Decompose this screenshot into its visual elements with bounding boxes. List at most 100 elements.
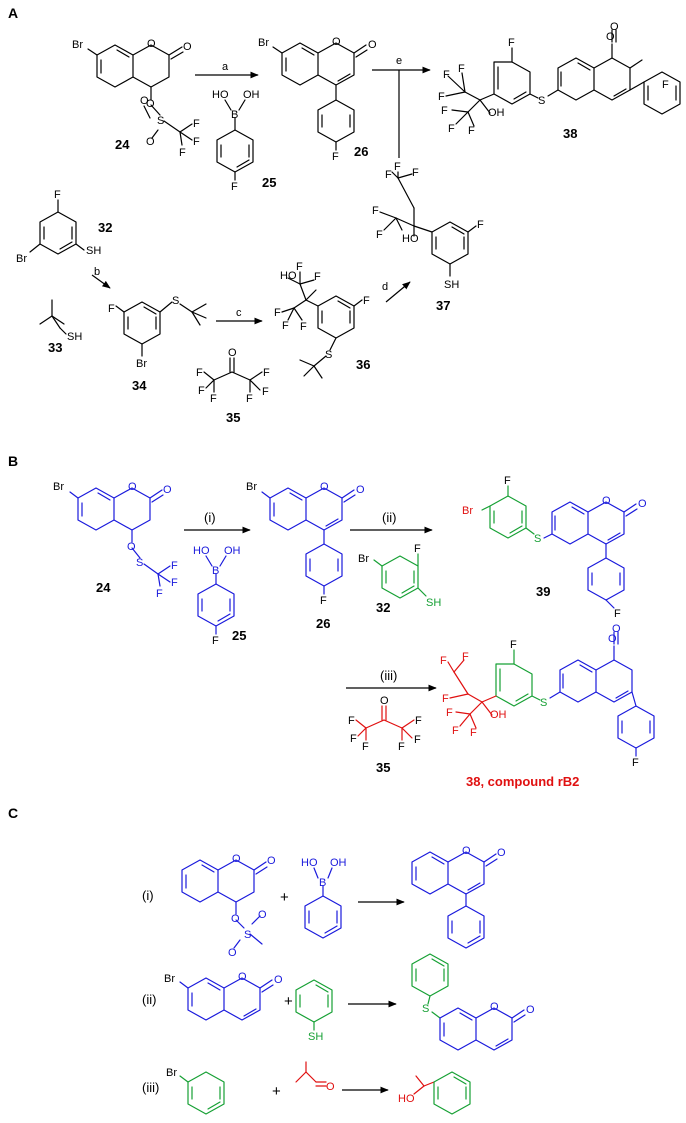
svg-text:F: F [477, 219, 484, 231]
row-i-reactant-coumarin: O O O S O O [181, 853, 276, 959]
row-iii-reactant-acetone: O [295, 1061, 335, 1093]
panel-label-c: C [8, 805, 18, 821]
step-label-iii: (iii) [380, 668, 397, 683]
svg-text:B: B [212, 565, 219, 577]
row-iii-reactant-bromobenzene: Br [166, 1067, 225, 1115]
svg-text:O: O [274, 974, 283, 986]
svg-text:F: F [442, 693, 449, 705]
svg-text:F: F [362, 741, 369, 753]
compound-label-36: 36 [356, 357, 370, 372]
svg-text:SH: SH [308, 1031, 323, 1043]
svg-text:S: S [422, 1003, 429, 1015]
svg-text:F: F [246, 393, 253, 405]
step-label-ii: (ii) [382, 510, 396, 525]
compound-label-37: 37 [436, 298, 450, 313]
plus-sign-ii: + [284, 993, 293, 1010]
compound-label-33: 33 [48, 340, 62, 355]
svg-text:S: S [538, 95, 545, 107]
compound-label-26-b: 26 [316, 616, 330, 631]
svg-text:O: O [602, 495, 611, 507]
row-ii-reactant-thiophenol: SH [295, 979, 333, 1043]
svg-text:O: O [638, 498, 647, 510]
svg-text:OH: OH [330, 857, 347, 869]
svg-text:O: O [497, 847, 506, 859]
svg-text:O: O [146, 136, 155, 148]
svg-text:O: O [147, 38, 156, 50]
compound-label-35: 35 [226, 410, 240, 425]
svg-text:OH: OH [488, 107, 505, 119]
svg-text:F: F [350, 733, 357, 745]
compound-39-structure: F Br S O O F [462, 475, 647, 620]
svg-text:F: F [171, 560, 178, 572]
svg-text:F: F [332, 151, 339, 163]
compound-label-34: 34 [132, 378, 147, 393]
compound-24-b-structure: Br O O O S F F F [53, 481, 178, 600]
condition-d: d [382, 281, 388, 293]
svg-text:F: F [193, 136, 200, 148]
svg-text:O: O [238, 971, 247, 983]
compound-label-25: 25 [262, 175, 276, 190]
compound-32-structure: F Br SH [16, 189, 101, 265]
svg-text:O: O [606, 31, 615, 43]
panel-label-a: A [8, 5, 18, 21]
svg-text:O: O [526, 1004, 535, 1016]
svg-text:Br: Br [462, 505, 473, 517]
plus-sign-i: + [280, 889, 289, 906]
row-i-product-4-phenylcoumarin: O O [411, 845, 506, 949]
svg-text:F: F [440, 655, 447, 667]
svg-text:HO: HO [402, 233, 419, 245]
svg-text:F: F [508, 37, 515, 49]
svg-text:O: O [380, 695, 389, 707]
svg-text:HO: HO [398, 1093, 415, 1105]
svg-text:S: S [157, 115, 164, 127]
svg-text:F: F [414, 543, 421, 555]
row-ii-reactant-bromocoumarin: Br O O [164, 971, 283, 1021]
svg-text:OH: OH [243, 89, 260, 101]
svg-text:F: F [263, 367, 270, 379]
svg-text:F: F [198, 385, 205, 397]
svg-text:F: F [441, 105, 448, 117]
svg-text:F: F [363, 295, 370, 307]
compound-24-structure: Br O O O S O O F F F [72, 38, 200, 159]
svg-text:F: F [448, 123, 455, 135]
svg-text:F: F [415, 715, 422, 727]
step-label-c-iii: (iii) [142, 1080, 159, 1095]
plus-sign-iii: + [272, 1083, 281, 1100]
svg-text:F: F [376, 229, 383, 241]
svg-text:O: O [368, 39, 377, 51]
svg-text:S: S [244, 929, 251, 941]
svg-text:F: F [210, 393, 217, 405]
svg-text:F: F [452, 725, 459, 737]
svg-text:O: O [183, 41, 192, 53]
svg-text:F: F [632, 757, 639, 769]
svg-text:F: F [412, 167, 419, 179]
compound-33-structure: SH [39, 299, 82, 343]
compound-38-b-structure: F O O S F F F F F F OH F [440, 623, 655, 769]
svg-text:F: F [458, 63, 465, 75]
svg-text:O: O [127, 541, 136, 553]
svg-text:SH: SH [67, 331, 82, 343]
compound-label-24-b: 24 [96, 580, 111, 595]
svg-text:F: F [446, 707, 453, 719]
svg-text:F: F [231, 181, 238, 193]
svg-text:O: O [608, 633, 617, 645]
svg-text:Br: Br [246, 481, 257, 493]
svg-text:O: O [267, 855, 276, 867]
compound-35-b-structure: O F F F F F F [348, 695, 422, 753]
svg-text:F: F [470, 727, 477, 739]
svg-text:F: F [314, 271, 321, 283]
svg-text:O: O [462, 845, 471, 857]
compound-label-39: 39 [536, 584, 550, 599]
condition-c: c [236, 307, 242, 319]
svg-text:O: O [228, 347, 237, 359]
svg-text:F: F [414, 734, 421, 746]
svg-text:O: O [356, 484, 365, 496]
svg-text:F: F [262, 386, 269, 398]
svg-text:Br: Br [16, 253, 27, 265]
compound-label-38: 38 [563, 126, 577, 141]
svg-text:F: F [171, 577, 178, 589]
step-label-c-i: (i) [142, 888, 154, 903]
compound-label-26: 26 [354, 144, 368, 159]
compound-36-structure: F F HO F F F F S [274, 261, 370, 379]
svg-text:F: F [274, 307, 281, 319]
